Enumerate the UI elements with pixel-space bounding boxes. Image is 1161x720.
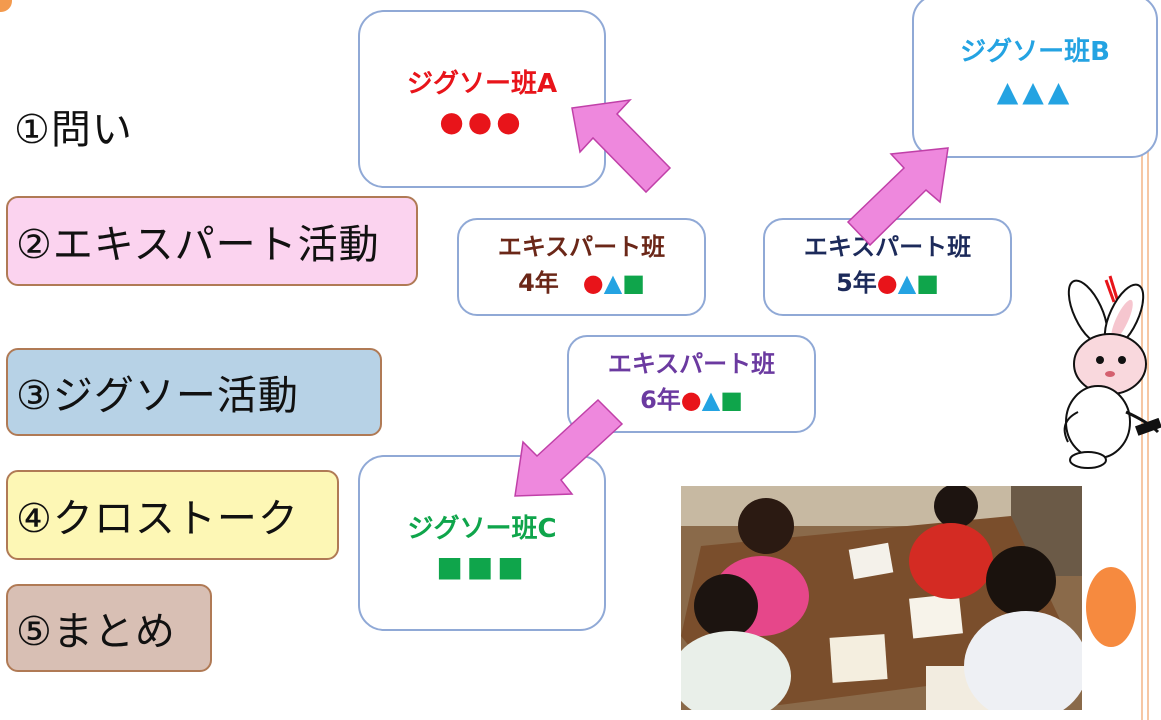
jigsaw-group-a-title: ジグソー班A [406,69,558,99]
expert-group-5-detail: 5年●▲■ [765,268,1010,298]
blue-triangle-mark: ▲ [603,269,623,297]
step-question: ①問い [14,107,133,153]
blue-triangle-mark: ▲ [897,269,917,297]
red-circle-mark: ● [582,269,604,297]
rabbit-illustration [1028,272,1161,472]
step-summary-label: ⑤まとめ [16,609,176,655]
blue-triangle-mark: ▲ [701,386,721,414]
classroom-photo-icon [681,486,1082,710]
expert-group-4-detail: 4年 ●▲■ [459,268,704,298]
expert-group-6: エキスパート班 6年●▲■ [567,335,816,433]
step-jigsaw-activity: ③ジグソー活動 [6,348,382,436]
rabbit-icon [1063,275,1161,469]
expert-group-6-title: エキスパート班 [607,350,776,378]
expert-group-4: エキスパート班 4年 ●▲■ [457,218,706,316]
decorative-dot [0,0,12,12]
step-expert-activity-label: ②エキスパート活動 [16,222,380,268]
expert-group-5-title: エキスパート班 [803,233,972,261]
step-cross-talk-label: ④クロストーク [16,496,299,542]
jigsaw-group-c: ジグソー班C ■■■ [358,455,606,631]
red-circle-mark: ● [680,386,702,414]
expert-group-4-title: エキスパート班 [497,233,666,261]
step-expert-activity: ②エキスパート活動 [6,196,418,286]
jigsaw-group-a: ジグソー班A ●●● [358,10,606,188]
jigsaw-group-c-marks: ■■■ [436,550,528,583]
jigsaw-group-b: ジグソー班B ▲▲▲ [912,0,1158,158]
jigsaw-group-b-marks: ▲▲▲ [996,75,1074,108]
expert-group-5-grade: 5年 [836,269,877,297]
decorative-circle [1083,564,1139,650]
jigsaw-group-c-title: ジグソー班C [407,514,557,544]
jigsaw-group-a-marks: ●●● [439,105,525,138]
expert-group-5: エキスパート班 5年●▲■ [763,218,1012,316]
step-summary: ⑤まとめ [6,584,212,672]
step-cross-talk: ④クロストーク [6,470,339,560]
expert-group-6-detail: 6年●▲■ [569,385,814,415]
green-square-mark: ■ [622,269,645,297]
step-jigsaw-activity-label: ③ジグソー活動 [16,373,299,419]
classroom-photo [681,486,1082,710]
green-square-mark: ■ [720,386,743,414]
border-line [1147,0,1149,720]
expert-group-4-grade: 4年 [518,269,583,297]
expert-group-6-grade: 6年 [640,386,681,414]
jigsaw-group-b-title: ジグソー班B [960,37,1110,67]
green-square-mark: ■ [916,269,939,297]
red-circle-mark: ● [876,269,898,297]
